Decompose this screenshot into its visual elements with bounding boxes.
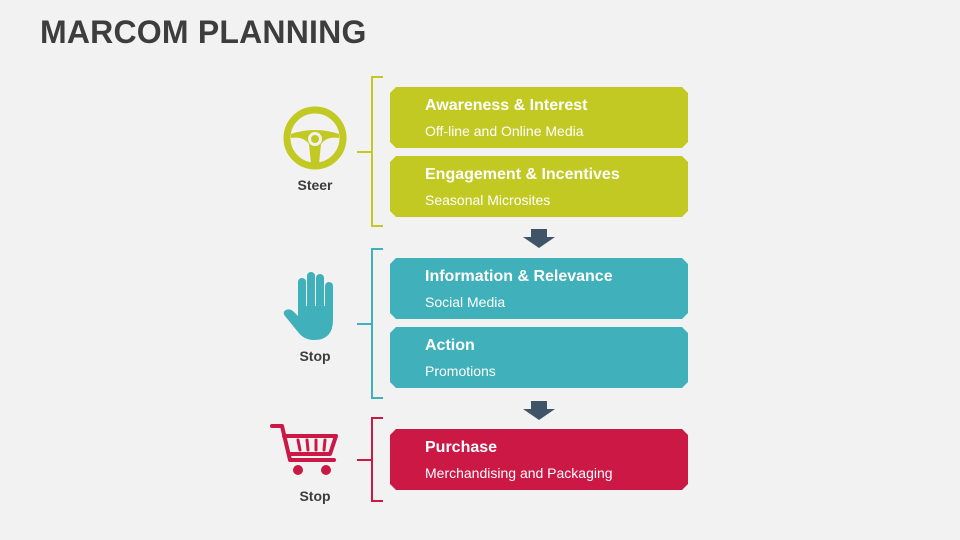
steer-label: Steer bbox=[297, 177, 333, 193]
stop-label: Stop bbox=[299, 488, 331, 504]
stop-label: Stop bbox=[299, 348, 331, 364]
card-engagement-incentives: Engagement & Incentives Seasonal Microsi… bbox=[390, 156, 688, 217]
page-title: MARCOM PLANNING bbox=[40, 14, 367, 50]
steering-wheel-icon bbox=[283, 106, 347, 170]
steer-bracket-tick bbox=[357, 151, 371, 153]
card-title: Engagement & Incentives bbox=[425, 166, 620, 183]
down-arrow-icon bbox=[521, 401, 557, 426]
steer-bracket bbox=[371, 76, 383, 227]
down-arrow-icon bbox=[521, 229, 557, 254]
card-title: Information & Relevance bbox=[425, 268, 613, 285]
card-subtitle: Promotions bbox=[425, 363, 496, 379]
shopping-cart-icon bbox=[270, 420, 342, 480]
purchase-bracket bbox=[371, 417, 383, 502]
card-subtitle: Social Media bbox=[425, 294, 506, 310]
card-subtitle: Seasonal Microsites bbox=[425, 192, 551, 208]
hand-stop-icon bbox=[282, 270, 342, 342]
stop-bracket bbox=[371, 248, 383, 399]
stop-bracket-tick bbox=[357, 323, 371, 325]
card-subtitle: Off-line and Online Media bbox=[425, 123, 584, 139]
card-title: Action bbox=[425, 337, 475, 354]
card-subtitle: Merchandising and Packaging bbox=[425, 465, 613, 481]
card-action: Action Promotions bbox=[390, 327, 688, 388]
card-awareness-interest: Awareness & Interest Off-line and Online… bbox=[390, 87, 688, 148]
card-title: Awareness & Interest bbox=[425, 97, 588, 114]
card-purchase: Purchase Merchandising and Packaging bbox=[390, 429, 688, 490]
purchase-bracket-tick bbox=[357, 459, 371, 461]
card-information-relevance: Information & Relevance Social Media bbox=[390, 258, 688, 319]
card-title: Purchase bbox=[425, 439, 498, 456]
